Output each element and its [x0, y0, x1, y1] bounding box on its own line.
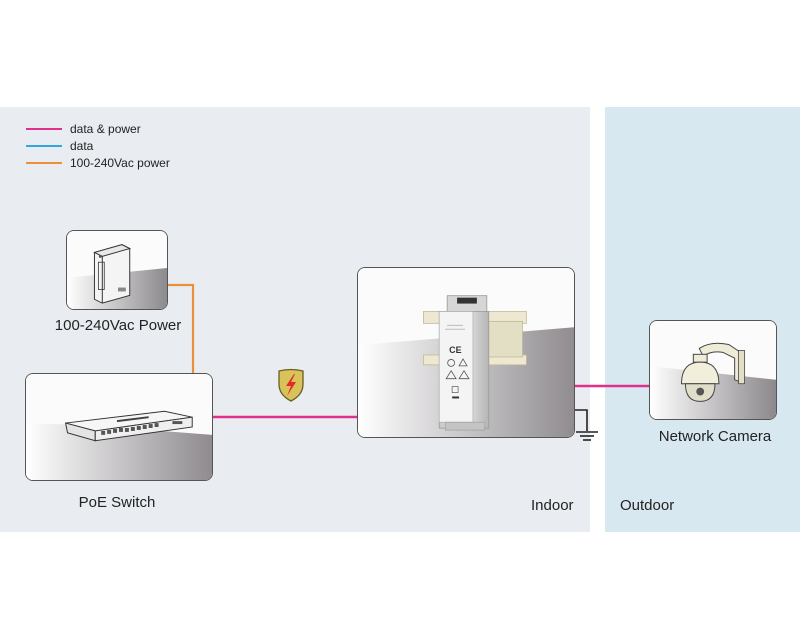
power-supply-box[interactable]	[66, 230, 168, 310]
din-rail-surge-protector-icon: CE	[358, 268, 574, 437]
network-switch-icon	[26, 374, 212, 480]
network-camera-label: Network Camera	[658, 428, 772, 445]
legend-item-ac-power: 100-240Vac power	[26, 154, 170, 171]
ups-icon	[67, 231, 167, 309]
legend: data & power data 100-240Vac power	[26, 120, 170, 171]
outdoor-label: Outdoor	[620, 497, 675, 514]
lightning-shield-icon	[278, 368, 304, 402]
legend-label: data & power	[70, 121, 141, 136]
poe-switch-box[interactable]	[25, 373, 213, 481]
legend-swatch-data	[26, 144, 62, 147]
poe-switch-label: PoE Switch	[78, 494, 156, 511]
surge-protector-box[interactable]: CE	[357, 267, 575, 438]
legend-swatch-data-power	[26, 127, 62, 130]
outdoor-zone	[605, 107, 800, 532]
legend-label: 100-240Vac power	[70, 155, 170, 170]
indoor-label: Indoor	[531, 497, 574, 514]
ce-marking: CE	[449, 345, 461, 355]
legend-swatch-ac-power	[26, 161, 62, 164]
network-camera-box[interactable]	[649, 320, 777, 420]
dome-camera-icon	[650, 321, 776, 419]
legend-item-data-power: data & power	[26, 120, 170, 137]
legend-item-data: data	[26, 137, 170, 154]
power-supply-label: 100-240Vac Power	[54, 317, 182, 334]
legend-label: data	[70, 138, 94, 153]
